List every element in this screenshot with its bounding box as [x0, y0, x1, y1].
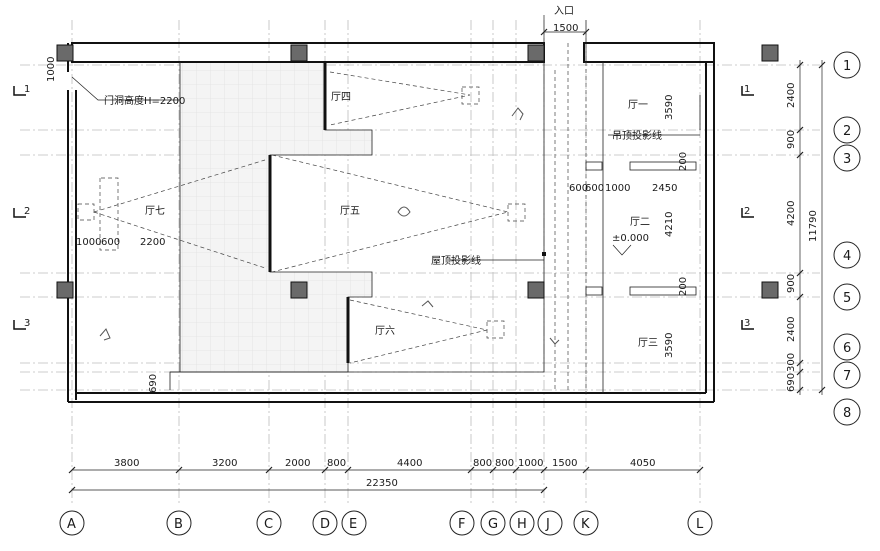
tiled-floor	[180, 62, 372, 372]
grid-label-f: F	[458, 517, 465, 532]
right-dim-7: 690	[786, 373, 797, 392]
right-dimension-lines	[796, 60, 826, 395]
dim-hall7-b: 600	[101, 237, 120, 248]
dim-wall-b: 200	[678, 277, 689, 296]
vertical-grid-lines	[71, 20, 701, 505]
dim-hall3-v: 3590	[664, 333, 675, 358]
grid-label-h: H	[517, 517, 527, 532]
section-marks	[13, 86, 754, 330]
grid-label-a: A	[67, 517, 76, 532]
dim-bottom-left: 690	[148, 374, 159, 393]
bottom-dim-2: 3200	[212, 458, 237, 469]
right-dim-1: 2400	[786, 83, 797, 108]
room-hall6: 厅六	[375, 325, 395, 337]
dim-hall2-v: 4210	[664, 212, 675, 237]
grid-label-j: J	[545, 517, 550, 532]
entrance-width: 1500	[553, 23, 578, 34]
grid-label-e: E	[349, 517, 357, 532]
section-mark-1-left: 1	[24, 84, 30, 95]
grid-label-6: 6	[843, 341, 851, 356]
grid-label-8: 8	[843, 406, 851, 421]
right-dim-total: 11790	[808, 210, 819, 242]
outer-walls	[67, 42, 715, 403]
section-mark-3-left: 3	[24, 318, 30, 329]
dim-hall7-c: 2200	[140, 237, 165, 248]
sight-lines	[77, 70, 556, 390]
ceiling-projection-note: 吊顶投影线	[612, 129, 662, 142]
section-mark-1-right: 1	[744, 84, 750, 95]
entrance-dimension	[540, 15, 590, 62]
door-height-note: 门洞高度H=2200	[104, 94, 185, 107]
bottom-dim-9: 1500	[552, 458, 577, 469]
bottom-dim-6: 800	[473, 458, 492, 469]
grid-label-g: G	[488, 517, 498, 532]
room-hall5: 厅五	[340, 206, 360, 217]
partition-walls	[169, 43, 701, 393]
right-dim-2: 900	[786, 130, 797, 149]
columns	[56, 44, 779, 299]
grid-label-b: B	[174, 517, 183, 532]
grid-label-d: D	[320, 517, 330, 532]
grid-label-4: 4	[843, 249, 851, 264]
right-dim-6: 300	[786, 353, 797, 372]
dim-left-top: 1000	[46, 57, 57, 82]
grid-label-1: 1	[843, 59, 851, 74]
dim-hall7-a: 1000	[76, 237, 101, 248]
room-hall2: 厅二	[630, 217, 650, 228]
floor-level-mark: ±0.000	[612, 233, 649, 244]
right-dim-4: 900	[786, 274, 797, 293]
grid-label-7: 7	[843, 369, 851, 384]
right-dim-5: 2400	[786, 317, 797, 342]
dim-hall1-v: 3590	[664, 95, 675, 120]
room-hall4: 厅四	[331, 92, 351, 103]
bottom-dim-1: 3800	[114, 458, 139, 469]
section-mark-2-right: 2	[744, 206, 750, 217]
section-mark-2-left: 2	[24, 206, 30, 217]
grid-label-3: 3	[843, 152, 851, 167]
bottom-dim-5: 4400	[397, 458, 422, 469]
entrance-label: 入口	[554, 6, 574, 17]
dim-hall2-a: 600	[569, 183, 588, 194]
grid-label-c: C	[264, 517, 273, 532]
grid-label-5: 5	[843, 291, 851, 306]
section-mark-3-right: 3	[744, 318, 750, 329]
bottom-dim-3: 2000	[285, 458, 310, 469]
bottom-dim-4: 800	[327, 458, 346, 469]
grid-label-k: K	[581, 517, 590, 532]
dim-hall2-b: 600	[585, 183, 604, 194]
dim-wall-a: 200	[678, 152, 689, 171]
person-figures	[99, 107, 560, 345]
leader-lines	[71, 76, 700, 261]
dim-hall2-d: 2450	[652, 183, 677, 194]
room-hall7: 厅七	[145, 205, 165, 217]
grid-bubbles-right	[833, 51, 861, 426]
grid-label-2: 2	[843, 124, 851, 139]
room-hall1: 厅一	[628, 100, 648, 111]
room-hall3: 厅三	[638, 338, 658, 349]
bottom-dimension-lines	[68, 466, 704, 494]
bottom-dim-10: 4050	[630, 458, 655, 469]
grid-bubbles-bottom	[59, 510, 713, 536]
bottom-dim-7: 800	[495, 458, 514, 469]
right-dim-3: 4200	[786, 201, 797, 226]
bottom-dim-total: 22350	[366, 478, 398, 489]
bottom-dim-8: 1000	[518, 458, 543, 469]
grid-label-l: L	[696, 517, 704, 532]
dim-hall2-c: 1000	[605, 183, 630, 194]
roof-projection-note: 屋顶投影线	[431, 254, 481, 267]
